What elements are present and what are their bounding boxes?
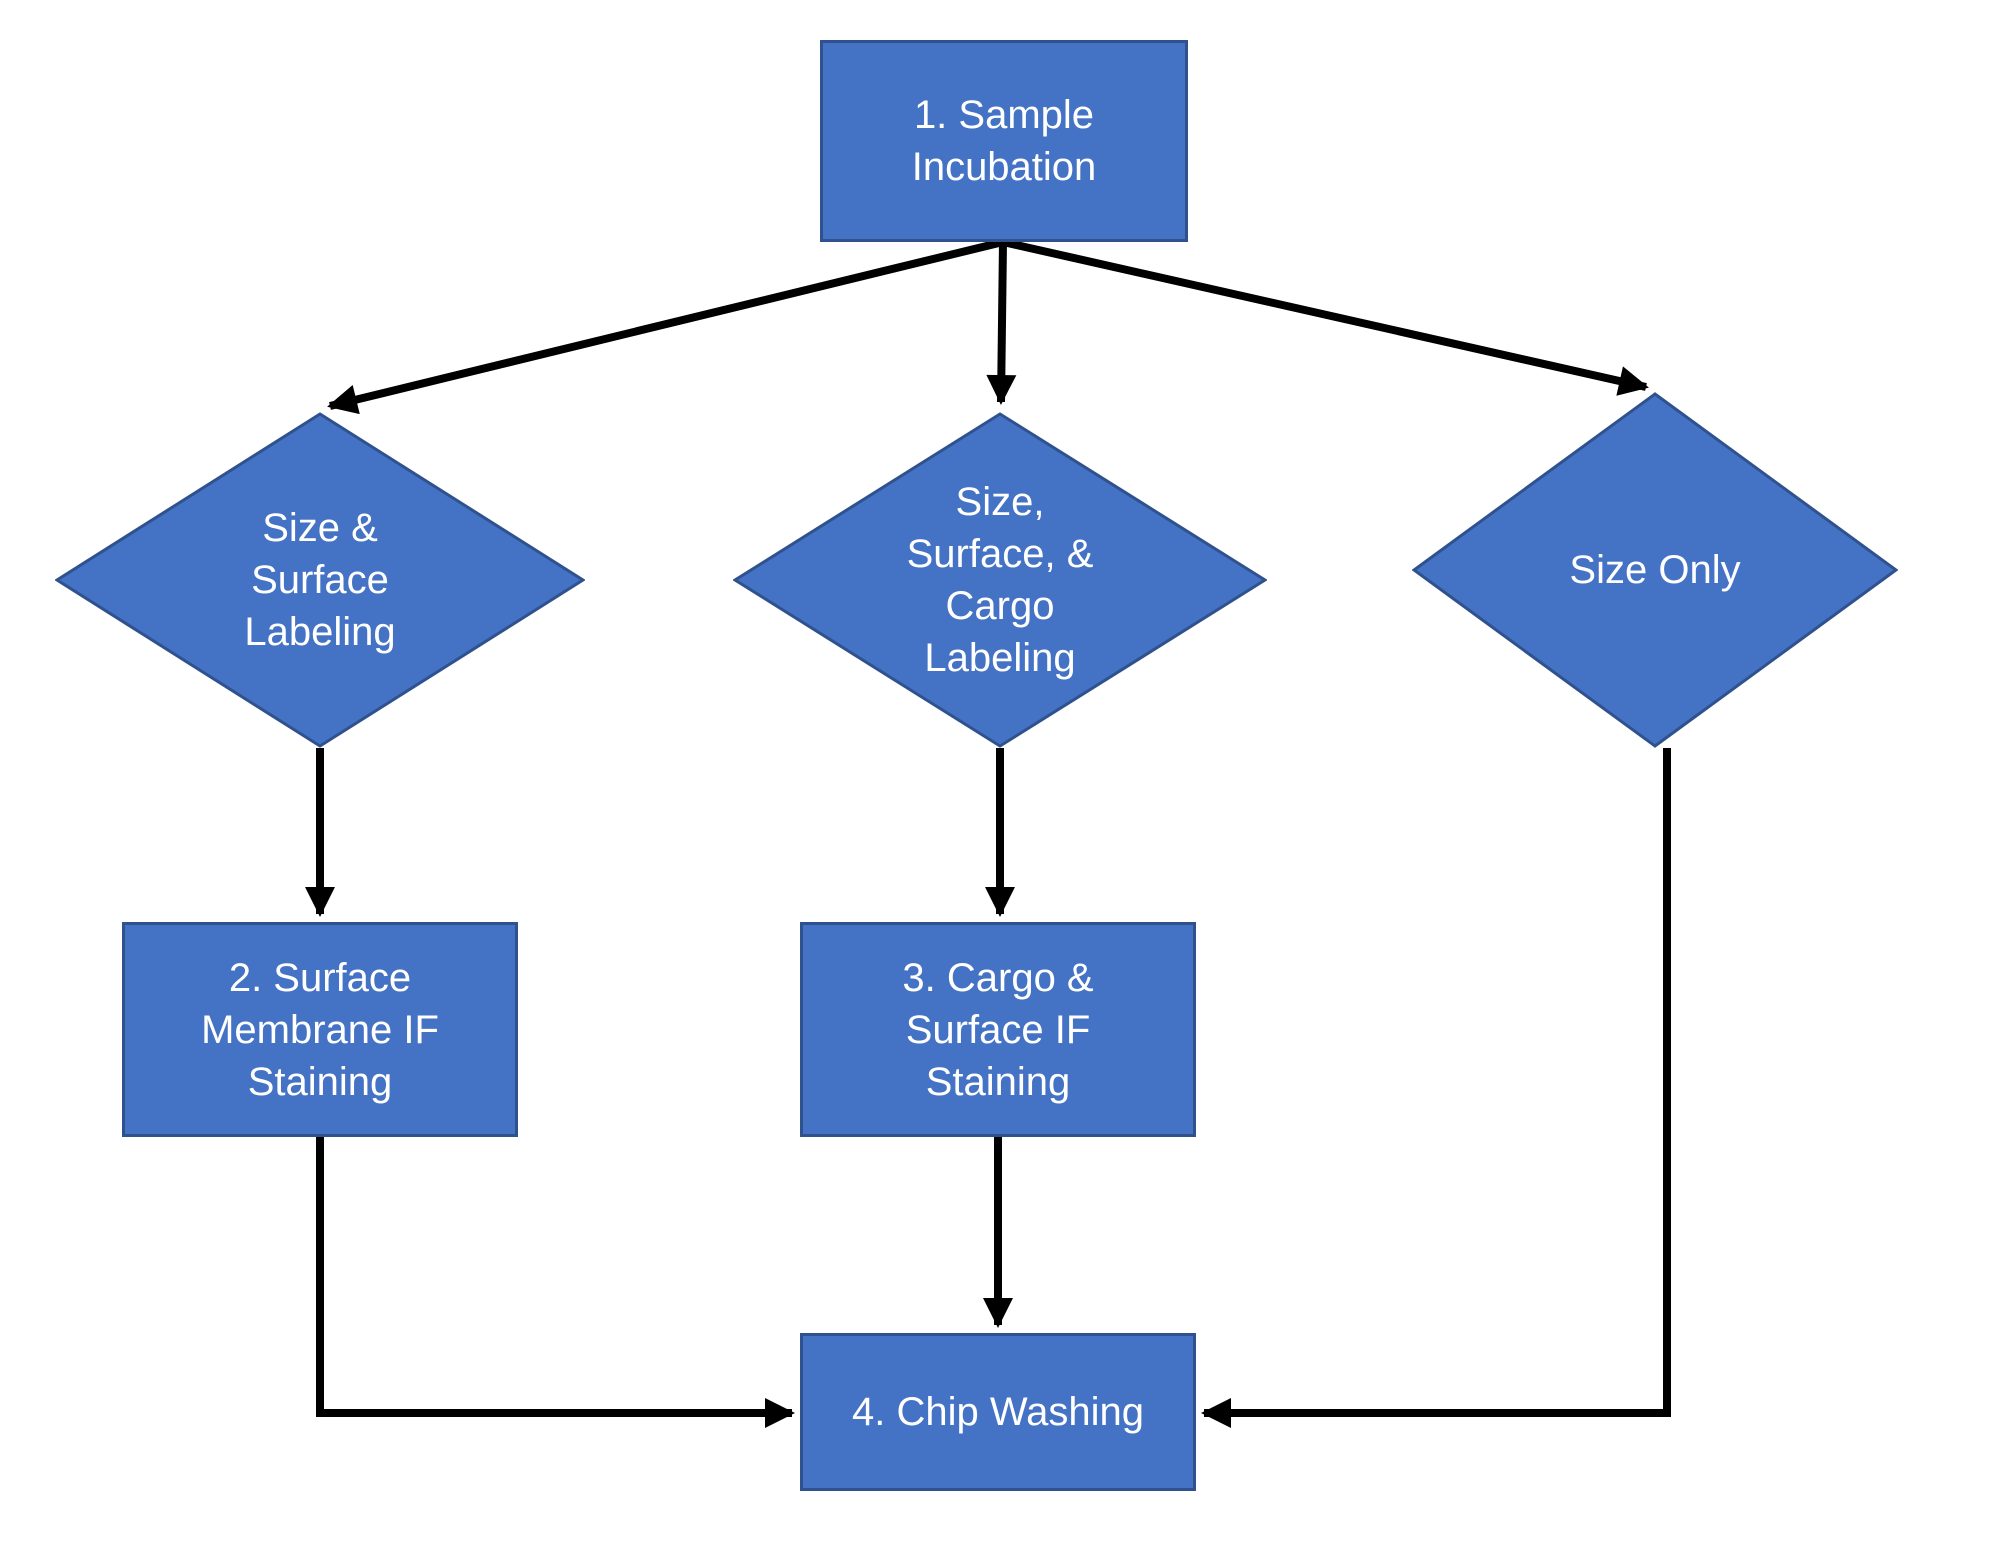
node-surface-membrane-if-staining: 2. Surface Membrane IF Staining xyxy=(122,922,518,1137)
edge-sample-incubation-to-size-surface-labeling xyxy=(327,238,1004,415)
edge-surface-membrane-if-staining-to-chip-washing xyxy=(316,1137,795,1428)
diamond-shape xyxy=(55,412,585,748)
node-size-surface-cargo-labeling: Size, Surface, & Cargo Labeling xyxy=(733,412,1267,748)
node-surface-membrane-if-staining-label: 2. Surface Membrane IF Staining xyxy=(201,955,439,1104)
diamond-shape xyxy=(1412,392,1898,748)
node-sample-incubation-label: 1. Sample Incubation xyxy=(911,93,1097,189)
node-size-surface-cargo-labeling-label: Size, Surface, & Cargo Labeling xyxy=(906,480,1094,680)
edge-size-only-to-chip-washing xyxy=(1201,748,1671,1428)
node-size-surface-labeling: Size & Surface Labeling xyxy=(55,412,585,748)
edge-sample-incubation-to-size-only xyxy=(1002,238,1649,396)
node-sample-incubation: 1. Sample Incubation xyxy=(820,40,1188,242)
edge-sample-incubation-to-size-surface-cargo-labeling xyxy=(986,241,1017,405)
node-size-surface-labeling-label: Size & Surface Labeling xyxy=(244,506,396,654)
node-size-only-label: Size Only xyxy=(1569,548,1741,592)
node-cargo-surface-if-staining: 3. Cargo & Surface IF Staining xyxy=(800,922,1196,1137)
node-chip-washing: 4. Chip Washing xyxy=(800,1333,1196,1491)
node-chip-washing-label: 4. Chip Washing xyxy=(852,1390,1144,1434)
diamond-shape xyxy=(733,412,1267,748)
node-cargo-surface-if-staining-label: 3. Cargo & Surface IF Staining xyxy=(902,955,1094,1104)
node-size-only: Size Only xyxy=(1412,392,1898,748)
